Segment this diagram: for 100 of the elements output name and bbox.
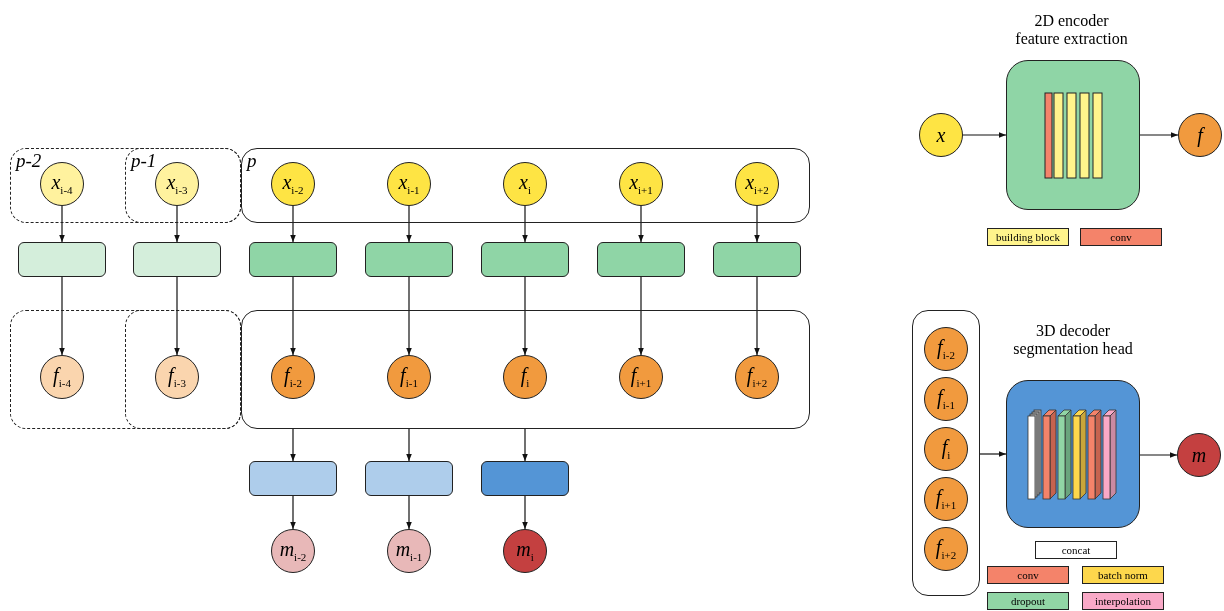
arrow (522, 276, 528, 356)
encoder-block (133, 242, 221, 277)
arrow (406, 276, 412, 356)
arrow (290, 495, 296, 530)
decoder-block (365, 461, 453, 496)
variable-label: f$_{i+2}$ (746, 365, 768, 389)
variable-label: m$_{i-1}$ (395, 539, 423, 563)
variable-label: f$_{i+1}$ (630, 365, 652, 389)
arrow (1139, 132, 1179, 138)
arrow (290, 205, 296, 243)
arrow (59, 205, 65, 243)
variable-label: x$_{i-2}$ (282, 172, 304, 196)
legend-key: conv (987, 566, 1069, 584)
legend-key: dropout (987, 592, 1069, 610)
arrow (522, 495, 528, 530)
feature-circle (1178, 113, 1222, 157)
group-box (241, 148, 810, 223)
input-circle (619, 162, 663, 206)
arrow (754, 205, 760, 243)
variable-label: f$_{i-2}$ (284, 365, 302, 389)
arrow (979, 451, 1007, 457)
encoder-block (597, 242, 685, 277)
encoder-block (18, 242, 106, 277)
legend-key: interpolation (1082, 592, 1164, 610)
feature-circle (155, 355, 199, 399)
group-box (10, 148, 241, 223)
variable-label: f$_{i-1}$ (400, 365, 418, 389)
variable-label: m$_{i-2}$ (279, 539, 307, 563)
legend-key: conv (1080, 228, 1162, 246)
section-title: 3D decoder segmentation head (1012, 322, 1134, 358)
feature-circle (619, 355, 663, 399)
group-box (10, 310, 241, 429)
legend-key: building block (987, 228, 1069, 246)
encoder-block (713, 242, 801, 277)
arrow (406, 428, 412, 462)
input-circle (40, 162, 84, 206)
variable-label: f$_{i-3}$ (168, 365, 186, 389)
arrow (1139, 452, 1178, 458)
feature-circle (503, 355, 547, 399)
arrow (638, 276, 644, 356)
group-label: p-1 (131, 151, 157, 170)
arrow (522, 205, 528, 243)
legend-key: concat (1035, 541, 1117, 559)
variable-label: x$_{i}$ (519, 172, 531, 196)
input-circle (271, 162, 315, 206)
arrow (174, 276, 180, 356)
input-circle (155, 162, 199, 206)
variable-label: f$_{i+2}$ (935, 537, 957, 561)
variable-label: m$_{i}$ (516, 539, 534, 563)
variable-label: f$_{i-1}$ (937, 387, 955, 411)
variable-label: x$_{i-3}$ (166, 172, 188, 196)
feature-circle (40, 355, 84, 399)
input-circle (387, 162, 431, 206)
variable-label: x (936, 125, 946, 145)
group-box (125, 310, 241, 429)
encoder-block (365, 242, 453, 277)
variable-label: x$_{i+2}$ (745, 172, 769, 196)
feature-circle (924, 427, 968, 471)
feature-circle (924, 527, 968, 571)
variable-label: f$_{i-2}$ (937, 337, 955, 361)
arrow (290, 428, 296, 462)
group-label: p (247, 151, 257, 170)
arrow (522, 428, 528, 462)
arrow (962, 132, 1007, 138)
variable-label: x$_{i+1}$ (629, 172, 653, 196)
feature-circle (924, 377, 968, 421)
decoder-block (249, 461, 337, 496)
variable-label: x$_{i-1}$ (398, 172, 420, 196)
input-circle (503, 162, 547, 206)
arrow (754, 276, 760, 356)
arrow (59, 276, 65, 356)
legend-key: batch norm (1082, 566, 1164, 584)
encoder-block (249, 242, 337, 277)
arrow (406, 205, 412, 243)
group-box (125, 148, 241, 223)
feature-circle (735, 355, 779, 399)
variable-label: m (1191, 445, 1207, 465)
arrow (290, 276, 296, 356)
arrow (174, 205, 180, 243)
feature-circle (924, 477, 968, 521)
input-circle (735, 162, 779, 206)
encoder-block (481, 242, 569, 277)
mask-circle (387, 529, 431, 573)
variable-label: f (1197, 125, 1203, 145)
feature-circle (924, 327, 968, 371)
variable-label: f$_{i}$ (941, 437, 951, 461)
variable-label: f$_{i-4}$ (53, 365, 71, 389)
mask-circle (271, 529, 315, 573)
mask-circle (1177, 433, 1221, 477)
decoder-block (481, 461, 569, 496)
variable-label: f$_{i}$ (520, 365, 530, 389)
arrow (406, 495, 412, 530)
feature-circle (271, 355, 315, 399)
variable-label: x$_{i-4}$ (51, 172, 73, 196)
group-label: p-2 (16, 151, 42, 170)
arrow (638, 205, 644, 243)
section-title: 2D encoder feature extraction (1014, 12, 1129, 48)
group-box (241, 310, 810, 429)
variable-label: f$_{i+1}$ (935, 487, 957, 511)
group-box (912, 310, 980, 596)
